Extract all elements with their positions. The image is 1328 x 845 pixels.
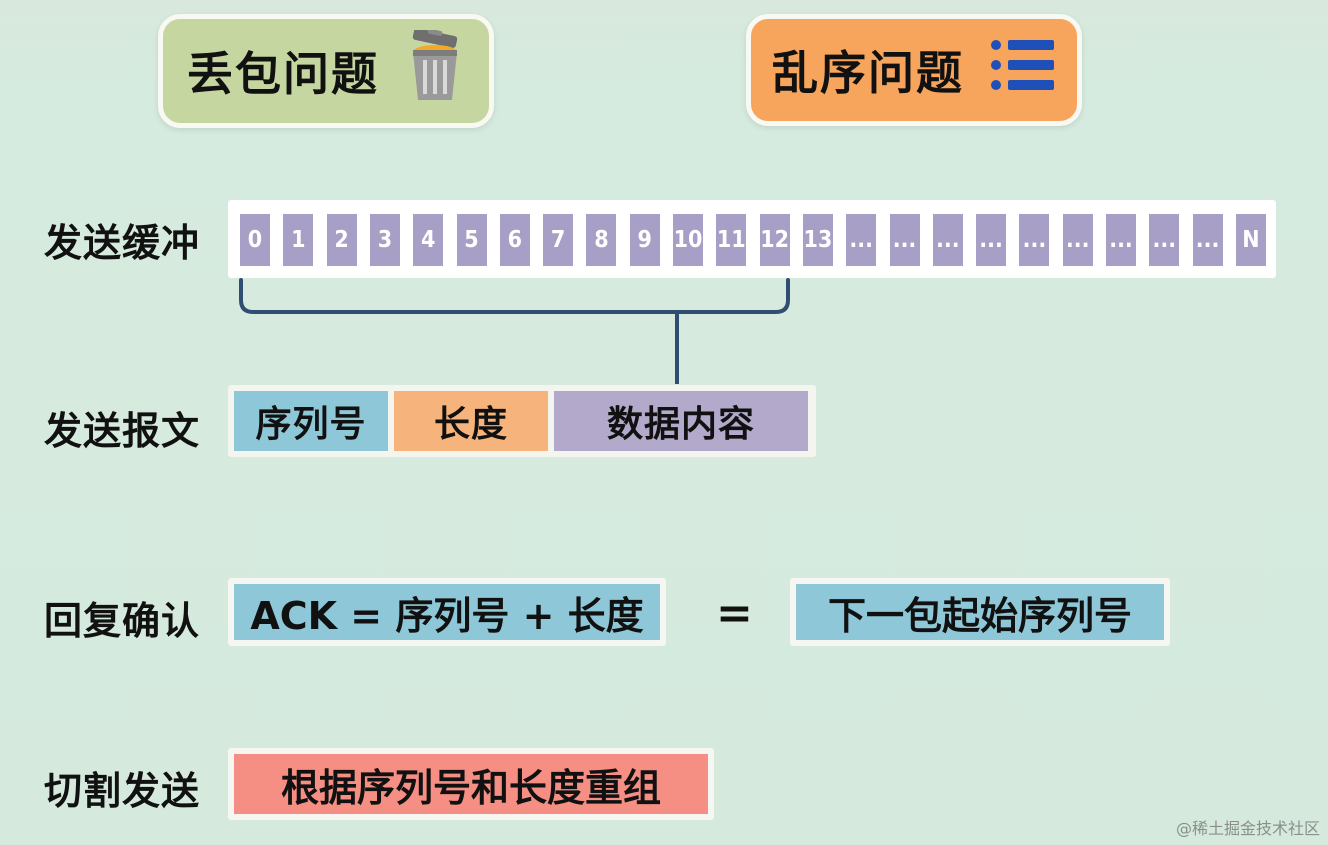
buffer-cell: 10 (673, 214, 703, 266)
packet-loss-card: 丢包问题 (158, 14, 494, 128)
packet-seq-segment: 序列号 (234, 391, 388, 451)
list-icon (990, 39, 1056, 102)
buffer-cell: ... (1019, 214, 1050, 266)
buffer-cell: 1 (283, 214, 314, 266)
buffer-cell: N (1235, 214, 1266, 266)
reassemble-box: 根据序列号和长度重组 (228, 748, 714, 820)
out-of-order-label: 乱序问题 (772, 46, 964, 100)
buffer-cell: 12 (759, 214, 790, 266)
buffer-cell: 4 (413, 214, 444, 266)
buffer-cell: ... (1106, 214, 1136, 266)
buffer-cell: ... (1062, 214, 1093, 266)
buffer-cell: ... (932, 214, 963, 266)
packet-loss-label: 丢包问题 (187, 47, 379, 101)
buffer-cell: 7 (543, 214, 574, 266)
buffer-cell: ... (846, 214, 877, 266)
ack-formula: ACK = 序列号 + 长度 (250, 593, 644, 638)
row-label-send-packet: 发送报文 (44, 409, 201, 453)
buffer-cell: 9 (629, 214, 660, 266)
buffer-cell: 13 (802, 214, 833, 266)
packet-length-segment: 长度 (394, 391, 548, 451)
row-label-send-buffer: 发送缓冲 (44, 221, 201, 265)
equals-sign: = (716, 588, 753, 639)
reassemble-text: 根据序列号和长度重组 (280, 765, 661, 810)
buffer-cell: 6 (499, 214, 530, 266)
out-of-order-card: 乱序问题 (746, 14, 1082, 126)
buffer-cell: 2 (326, 214, 357, 266)
trash-can-icon (405, 27, 465, 113)
buffer-cell: 11 (716, 214, 747, 266)
buffer-cell: 3 (369, 214, 400, 266)
row-label-split-send: 切割发送 (44, 769, 201, 813)
ack-formula-box: ACK = 序列号 + 长度 (228, 578, 666, 646)
row-label-reply-ack: 回复确认 (44, 599, 201, 643)
buffer-cell: 8 (586, 214, 617, 266)
send-packet: 序列号 长度 数据内容 (228, 385, 816, 457)
packet-data-segment: 数据内容 (554, 391, 808, 451)
buffer-cell: ... (1149, 214, 1180, 266)
buffer-cell: 5 (456, 214, 487, 266)
buffer-cell: ... (976, 214, 1007, 266)
bracket-connector (239, 278, 790, 384)
buffer-cell: ... (889, 214, 920, 266)
buffer-cell: ... (1192, 214, 1223, 266)
watermark: @稀土掘金技术社区 (1175, 819, 1320, 838)
buffer-cell: 0 (240, 214, 270, 266)
next-seq-box: 下一包起始序列号 (790, 578, 1170, 646)
next-seq-text: 下一包起始序列号 (827, 593, 1132, 638)
